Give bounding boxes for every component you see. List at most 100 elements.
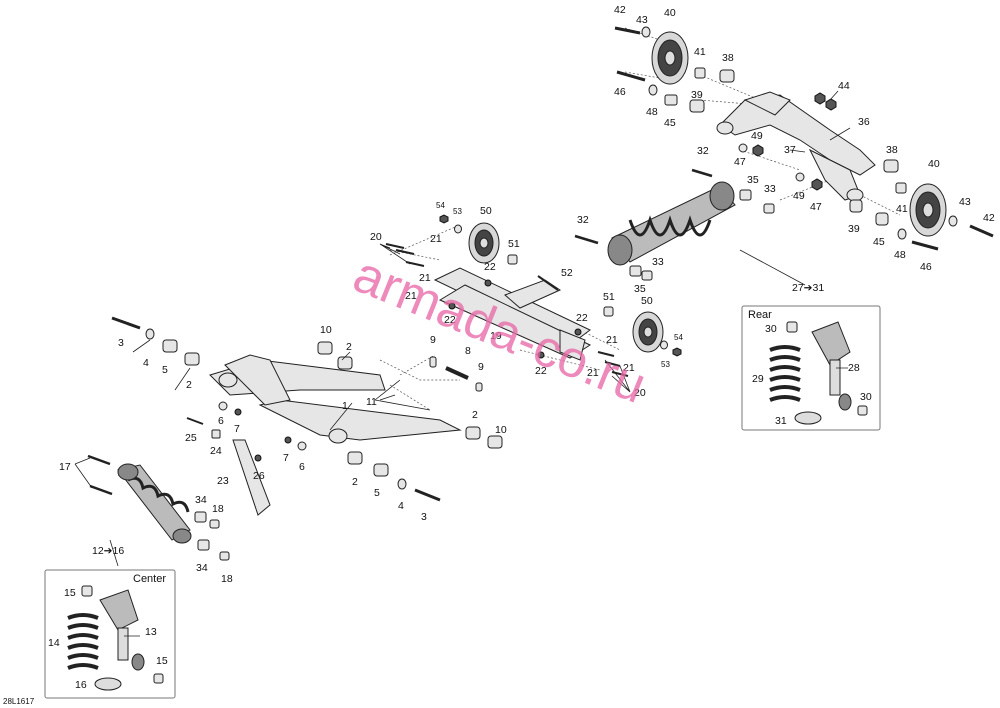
callout-51: 51 xyxy=(603,291,615,303)
callout-29: 29 xyxy=(752,373,764,385)
callout-46: 46 xyxy=(920,261,932,273)
callout-40: 40 xyxy=(928,158,940,170)
nut-47-top xyxy=(752,144,764,157)
nut-44-a xyxy=(814,92,826,105)
callout-4: 4 xyxy=(398,500,404,512)
washer-48-top xyxy=(648,84,658,96)
callout-50: 50 xyxy=(480,205,492,217)
idler-wheel-50-bottom xyxy=(632,311,664,353)
callout-20: 20 xyxy=(370,231,382,243)
callout-7: 7 xyxy=(234,423,240,435)
callout-26: 26 xyxy=(253,470,265,482)
callout-2: 2 xyxy=(186,379,192,391)
spacer-45-right xyxy=(875,212,889,226)
front-arm-1 xyxy=(209,354,462,444)
bolt-3-top xyxy=(111,316,141,330)
bolt-42-right xyxy=(969,224,994,238)
callout-10: 10 xyxy=(495,424,507,436)
spacer-24 xyxy=(211,429,221,439)
bushing-2-bottom-right xyxy=(465,426,481,440)
callout-19: 19 xyxy=(490,330,502,342)
callout-38: 38 xyxy=(722,52,734,64)
bushing-34-top xyxy=(194,511,207,523)
callout-42: 42 xyxy=(983,212,995,224)
callout-23: 23 xyxy=(217,475,229,487)
nut-47-right xyxy=(811,178,823,191)
bushing-2-bottom xyxy=(347,451,363,465)
bolt-46-right xyxy=(911,240,939,251)
bushing-35-bottom xyxy=(629,265,642,277)
cross-shaft-assembly xyxy=(385,214,682,377)
washer-4-bottom xyxy=(397,478,407,490)
spring-retainer-16 xyxy=(94,677,122,691)
washer-53-top xyxy=(454,224,462,234)
callout-2: 2 xyxy=(346,341,352,353)
callout-30: 30 xyxy=(860,391,872,403)
callout-18: 18 xyxy=(221,573,233,585)
center-spring-14 xyxy=(67,613,99,670)
bushing-35-top xyxy=(739,189,752,201)
bushing-10-top xyxy=(317,341,333,355)
nut-54-top xyxy=(439,214,449,224)
nut-54-bottom xyxy=(672,347,682,357)
callout-27-31: 27➔31 xyxy=(792,282,824,294)
bolt-17-b xyxy=(89,484,113,496)
callout-3: 3 xyxy=(421,511,427,523)
bolt-25 xyxy=(186,417,204,425)
callout-54: 54 xyxy=(674,333,683,342)
callout-2: 2 xyxy=(352,476,358,488)
bolt-52 xyxy=(537,275,559,291)
callout-14: 14 xyxy=(48,637,60,649)
spacer-9-top xyxy=(429,356,437,368)
callout-6: 6 xyxy=(299,461,305,473)
callout-43: 43 xyxy=(959,196,971,208)
washer-6-top xyxy=(218,401,228,411)
callout-40: 40 xyxy=(664,7,676,19)
bushing-5-top xyxy=(162,339,178,353)
callout-45: 45 xyxy=(873,236,885,248)
washer-6-bottom xyxy=(297,441,307,451)
nut-7-bottom xyxy=(284,436,292,444)
callout-33: 33 xyxy=(652,256,664,268)
spring-retainer-31 xyxy=(794,411,822,425)
callout-22: 22 xyxy=(444,314,456,326)
callout-54: 54 xyxy=(436,201,445,210)
inset-center-shock: Center xyxy=(44,569,176,699)
callout-36: 36 xyxy=(858,116,870,128)
callout-6: 6 xyxy=(218,415,224,427)
washer-49-right xyxy=(795,172,805,182)
callout-15: 15 xyxy=(156,655,168,667)
callout-2: 2 xyxy=(472,409,478,421)
bushing-2-right xyxy=(337,356,353,370)
nut-22-b xyxy=(484,279,492,287)
callout-33: 33 xyxy=(764,183,776,195)
callout-24: 24 xyxy=(210,445,222,457)
bolt-32-left xyxy=(574,234,599,245)
callout-51: 51 xyxy=(508,238,520,250)
callout-32: 32 xyxy=(577,214,589,226)
callout-3: 3 xyxy=(118,337,124,349)
callout-11: 11 xyxy=(366,396,377,408)
nut-26 xyxy=(254,454,262,462)
rear-spring-29 xyxy=(769,345,801,402)
callout-47: 47 xyxy=(810,201,822,213)
inset-center-title: Center xyxy=(133,573,166,585)
screws-20-top xyxy=(385,243,425,267)
spacer-41-right xyxy=(895,182,907,194)
callout-16: 16 xyxy=(75,679,87,691)
callout-4: 4 xyxy=(143,357,149,369)
callout-28: 28 xyxy=(848,362,860,374)
spacer-51-top xyxy=(507,254,518,265)
nut-44-b xyxy=(825,98,837,111)
washer-48-right xyxy=(897,228,907,240)
bushing-15-top xyxy=(81,585,93,597)
callout-25: 25 xyxy=(185,432,197,444)
front-arm-assembly xyxy=(111,316,503,516)
bushing-2-top xyxy=(184,352,200,366)
callout-10: 10 xyxy=(320,324,332,336)
callout-5: 5 xyxy=(162,364,168,376)
spacer-9-bottom xyxy=(475,382,483,392)
nut-22-a xyxy=(448,302,456,310)
link-23 xyxy=(232,439,271,516)
bracket-52 xyxy=(504,279,562,309)
